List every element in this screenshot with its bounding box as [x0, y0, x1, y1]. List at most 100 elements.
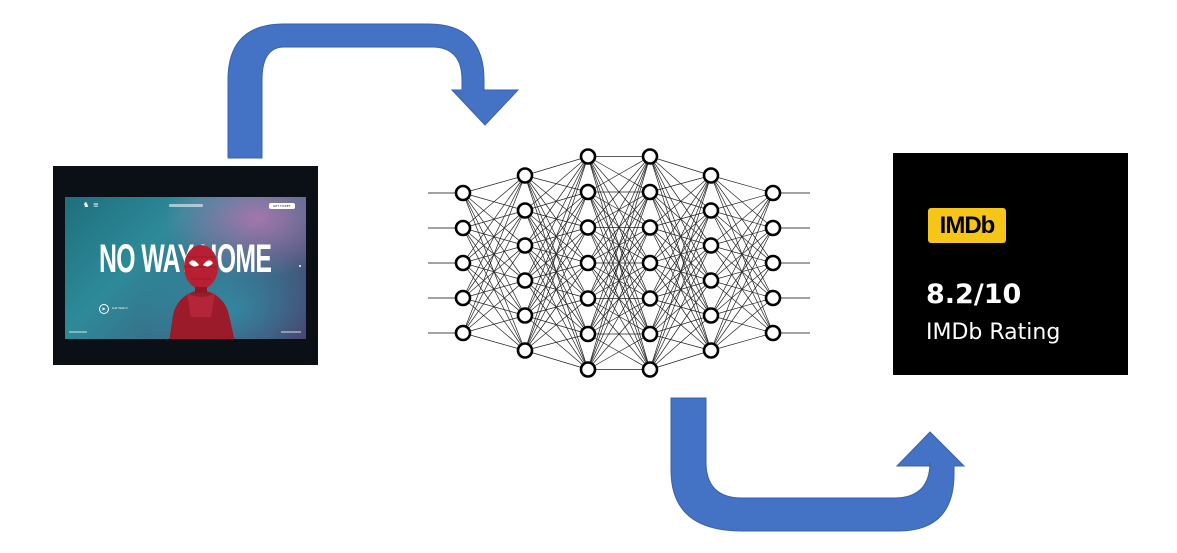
movie-poster-image: ♞ ≡ GET TICKET NO WAY HOME ▶ Get Watch	[53, 166, 318, 365]
network-connection	[462, 315, 526, 334]
network-connection	[649, 350, 712, 370]
network-connection	[649, 175, 712, 370]
network-neuron	[641, 219, 659, 236]
network-connection	[649, 245, 712, 370]
network-connection	[587, 191, 651, 370]
network-neuron	[516, 237, 534, 254]
network-connection	[649, 156, 712, 176]
network-connection	[649, 175, 712, 228]
imdb-rating-label: IMDb Rating	[926, 320, 1061, 345]
poster-footer-right	[281, 331, 301, 333]
network-connection	[462, 280, 526, 334]
network-neuron	[454, 254, 472, 272]
network-connection	[587, 156, 651, 228]
network-neuron	[702, 307, 720, 324]
network-connection	[710, 192, 774, 351]
network-neuron	[579, 325, 597, 343]
network-connection	[587, 262, 651, 370]
network-connection	[524, 350, 589, 370]
network-connection	[649, 175, 712, 299]
network-neuron	[764, 254, 782, 272]
network-neuron	[641, 325, 659, 343]
network-neuron	[454, 324, 472, 342]
network-connection	[524, 156, 589, 281]
network-neuron	[641, 290, 659, 307]
network-neuron	[764, 324, 782, 342]
network-neuron	[516, 202, 534, 219]
network-neuron	[641, 183, 659, 201]
poster-hero-figure	[169, 245, 235, 339]
network-connection	[524, 156, 589, 211]
network-connection	[524, 156, 589, 351]
arrow-to-network-shape	[227, 23, 520, 159]
network-connection	[462, 210, 526, 334]
network-connection	[524, 191, 589, 351]
network-connection	[462, 175, 526, 264]
network-connection	[524, 156, 589, 176]
network-connection	[587, 156, 651, 299]
network-neuron	[516, 167, 534, 184]
network-connection	[462, 175, 526, 229]
network-neuron	[764, 289, 782, 307]
network-neuron	[641, 361, 659, 378]
network-connection	[710, 192, 774, 246]
network-neuron	[702, 237, 720, 254]
network-connection	[462, 245, 526, 334]
network-connection	[524, 156, 589, 316]
network-neurons	[454, 148, 782, 378]
poster-play-label: Get Watch	[112, 306, 128, 310]
poster-menu-icon: ≡	[93, 201, 99, 209]
network-neuron	[702, 342, 720, 359]
network-connection	[587, 227, 651, 370]
network-neuron	[702, 202, 720, 219]
poster-cta-button: GET TICKET	[269, 203, 295, 209]
network-neuron	[579, 219, 597, 236]
network-neuron	[454, 219, 472, 237]
network-connections	[462, 156, 774, 370]
network-connection	[462, 175, 526, 334]
network-neuron	[579, 254, 597, 272]
network-neuron	[579, 290, 597, 307]
network-connection	[649, 175, 712, 193]
network-connection	[710, 262, 774, 351]
network-connection	[587, 333, 651, 370]
network-connection	[524, 227, 589, 351]
network-connection	[524, 156, 589, 246]
network-connection	[524, 333, 589, 351]
network-connection	[710, 175, 774, 194]
poster-brand-bar	[169, 204, 203, 207]
network-connection	[710, 297, 774, 351]
network-connection	[649, 210, 712, 370]
network-neuron	[641, 254, 659, 272]
network-connection	[587, 156, 651, 264]
network-neuron	[454, 184, 472, 202]
network-neuron	[641, 148, 659, 165]
network-neuron	[579, 148, 597, 165]
network-connection	[587, 156, 651, 335]
network-connection	[649, 175, 712, 335]
imdb-logo: IMDb	[928, 208, 1006, 243]
poster-logo-icon: ♞	[83, 201, 90, 209]
poster-footer-left	[69, 331, 87, 333]
network-neuron	[702, 167, 720, 184]
poster-slide-indicator	[299, 265, 301, 267]
network-connection	[524, 262, 589, 351]
network-connection	[710, 192, 774, 281]
network-connection	[587, 156, 651, 370]
network-connection	[462, 175, 526, 299]
imdb-rating-card: IMDb 8.2/10 IMDb Rating	[893, 153, 1128, 375]
network-neuron	[454, 289, 472, 307]
network-connection	[524, 298, 589, 351]
network-neuron	[579, 361, 597, 378]
network-neuron	[764, 219, 782, 237]
poster-play-icon: ▶	[99, 304, 109, 314]
network-neuron	[516, 272, 534, 289]
network-neuron	[764, 184, 782, 202]
network-connection	[587, 298, 651, 370]
network-connection	[710, 192, 774, 211]
poster-scene: ♞ ≡ GET TICKET NO WAY HOME ▶ Get Watch	[65, 197, 306, 339]
network-neuron	[702, 272, 720, 289]
network-neuron	[516, 342, 534, 359]
